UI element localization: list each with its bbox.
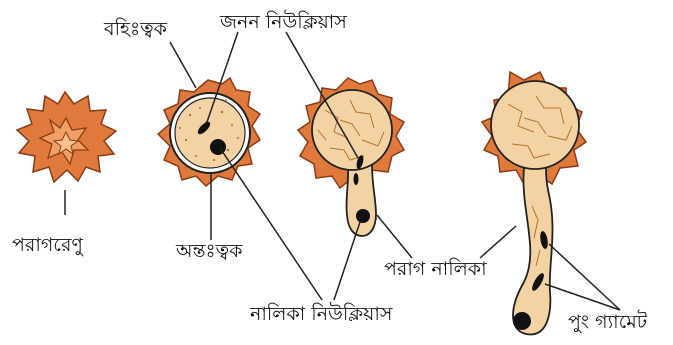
germinating-cytoplasm [312, 90, 392, 170]
label-exine: বহিঃত্বক [104, 18, 167, 40]
pollen-tube-cytoplasm [491, 81, 579, 169]
germinating-pollen-figure [298, 78, 404, 236]
pollen-tube-figure [482, 72, 586, 334]
tube-nucleus-in-tube [356, 209, 370, 223]
exine-leader [170, 42, 196, 88]
label-tube-nucleus: নালিকা নিউক্লিয়াস [250, 303, 392, 325]
mature-pollen-cytoplasm [175, 98, 245, 168]
label-pollen-grain: পরাগরেণু [12, 234, 83, 256]
tube-nucleus-tip [513, 312, 531, 330]
long-pollen-tube [513, 168, 553, 334]
gamete-leader-1 [549, 244, 620, 310]
pollen-grain-figure [17, 92, 116, 215]
label-pollen-tube: পরাগ নালিকা [384, 258, 487, 280]
short-pollen-tube [346, 165, 376, 236]
pollen-tube-leader-1 [377, 215, 412, 258]
label-intine: অন্তঃত্বক [176, 240, 243, 262]
tube-nucleus-leader-1 [220, 148, 322, 300]
mature-pollen-figure [158, 78, 260, 186]
gamete-leader-2 [545, 284, 620, 310]
label-male-gametes: পুং গ্যামেট [568, 311, 647, 333]
pollen-tube-leader-2 [480, 226, 516, 258]
label-generative-nucleus: জনন নিউক্লিয়াস [220, 11, 347, 33]
tube-nucleus-leader-2 [334, 222, 360, 300]
generative-nucleus-in-tube [354, 173, 359, 185]
